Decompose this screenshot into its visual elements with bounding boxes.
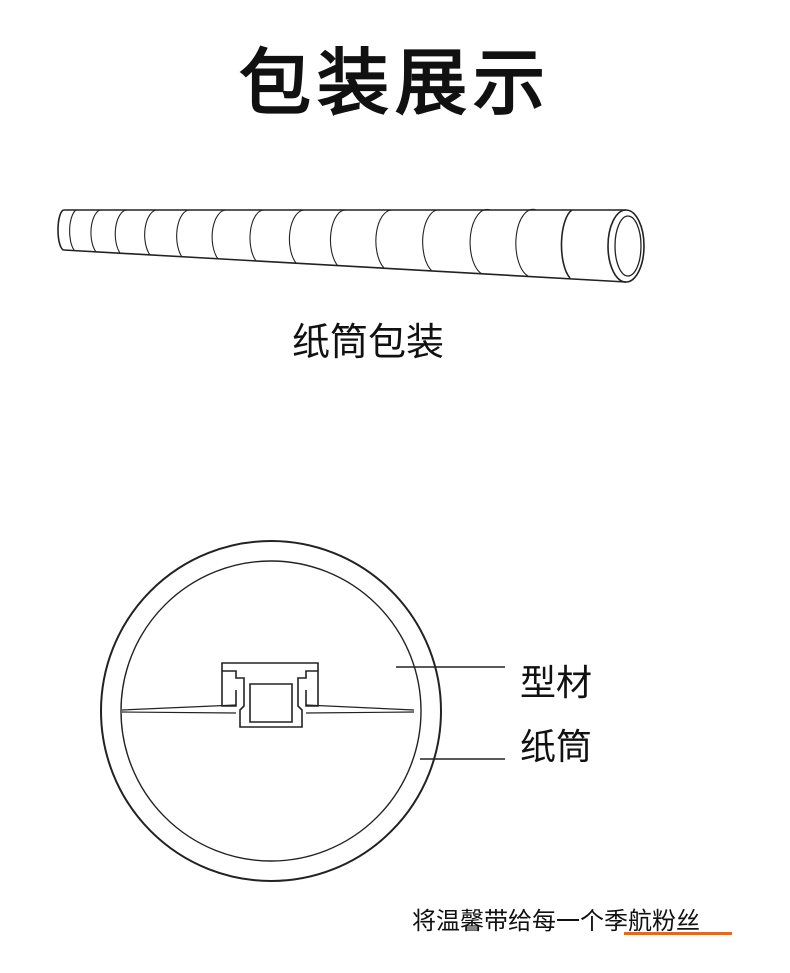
footer-accent-underline bbox=[624, 932, 732, 935]
tube-open-end-outer bbox=[607, 209, 645, 283]
tube-outer-ring bbox=[100, 540, 442, 882]
footer-note: 将温馨带给每一个季航粉丝 bbox=[412, 907, 700, 935]
tube-body-outline bbox=[57, 209, 627, 283]
tube-open-end-inner bbox=[614, 215, 642, 277]
paper-tube-drawing bbox=[57, 208, 645, 283]
cross-section-drawing bbox=[100, 540, 505, 882]
profile-label: 型材 bbox=[520, 663, 593, 704]
page-title: 包装展示 bbox=[238, 41, 551, 125]
support-plate bbox=[121, 704, 415, 714]
tube-spiral-seams bbox=[69, 208, 537, 277]
tube-inner-ring bbox=[120, 560, 422, 862]
tube-caption: 纸筒包装 bbox=[291, 320, 444, 364]
tube-end-cap bbox=[560, 209, 573, 279]
profile-section bbox=[221, 662, 319, 728]
paper-tube-label: 纸筒 bbox=[520, 727, 593, 768]
